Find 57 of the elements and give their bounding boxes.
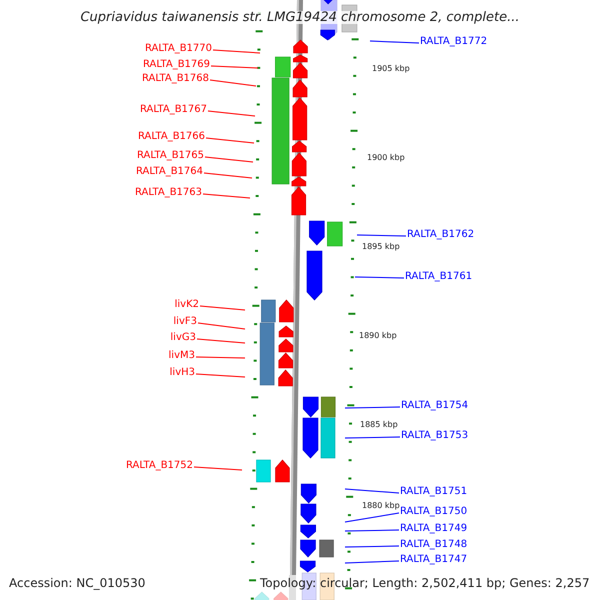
gene-label: RALTA_B1753 (401, 431, 468, 441)
tick-label: 1890 kbp (359, 332, 397, 340)
gene-label: RALTA_B1763 (134, 188, 202, 198)
accession-text: Accession: NC_010530 (9, 577, 146, 589)
leader-line (204, 172, 252, 178)
leader-line (212, 50, 260, 54)
tick-label: 1880 kbp (362, 502, 400, 510)
leader-line (370, 40, 420, 44)
genome-summary-text: Topology: circular; Length: 2,502,411 bp; Genes: 2,257 (260, 577, 590, 589)
tick-label: 1900 kbp (367, 154, 405, 162)
gene-label: RALTA_B1767 (140, 105, 207, 115)
tick-label: 1895 kbp (362, 243, 400, 251)
gene-label: RALTA_B1754 (401, 401, 468, 411)
gene-label: RALTA_B1764 (136, 167, 203, 177)
gene-label: RALTA_B1766 (138, 132, 205, 142)
gene-label: livH3 (170, 368, 195, 378)
leader-line (200, 306, 246, 310)
leader-line (196, 338, 246, 344)
gene-label: RALTA_B1749 (400, 524, 468, 534)
gene-label: RALTA_B1752 (126, 461, 193, 471)
gene-label: RALTA_B1748 (400, 540, 468, 550)
gene-label: RALTA_B1770 (144, 44, 212, 54)
leader-line (356, 234, 406, 236)
leader-line (210, 66, 258, 68)
gene-label: livG3 (170, 333, 196, 343)
leader-line (204, 156, 254, 162)
leader-line (206, 138, 254, 144)
leader-line (344, 546, 400, 548)
gene-label: RALTA_B1765 (136, 151, 204, 161)
leader-line (354, 276, 404, 278)
leader-line (344, 436, 400, 438)
gene-label: RALTA_B1769 (142, 60, 210, 70)
leader-line (344, 560, 400, 564)
leader-line (202, 194, 250, 198)
title: Cupriavidus taiwanensis str. LMG19424 chromosome 2, complete... (80, 11, 520, 24)
gene-label: RALTA_B1750 (400, 507, 468, 517)
gene-label: RALTA_B1768 (142, 74, 209, 84)
leader-line (344, 406, 400, 408)
gene-label: RALTA_B1762 (407, 230, 474, 240)
leader-line (198, 322, 246, 330)
gene-label: RALTA_B1747 (400, 555, 468, 565)
gene-label: livK2 (174, 300, 199, 310)
leader-line (344, 512, 400, 522)
tick-label: 1885 kbp (360, 421, 398, 429)
leader-line (196, 374, 246, 378)
leader-line (210, 80, 256, 86)
leader-line (344, 530, 400, 532)
gene-label: RALTA_B1772 (420, 37, 488, 47)
tick-label: 1905 kbp (372, 65, 410, 73)
gene-label: livF3 (173, 317, 197, 327)
leader-line (208, 110, 256, 116)
leader-line (194, 466, 242, 470)
gene-label: RALTA_B1751 (400, 487, 468, 497)
leader-line (196, 356, 246, 358)
gene-label: livM3 (168, 351, 195, 361)
gene-label: RALTA_B1761 (405, 272, 472, 282)
leader-line (344, 488, 400, 494)
